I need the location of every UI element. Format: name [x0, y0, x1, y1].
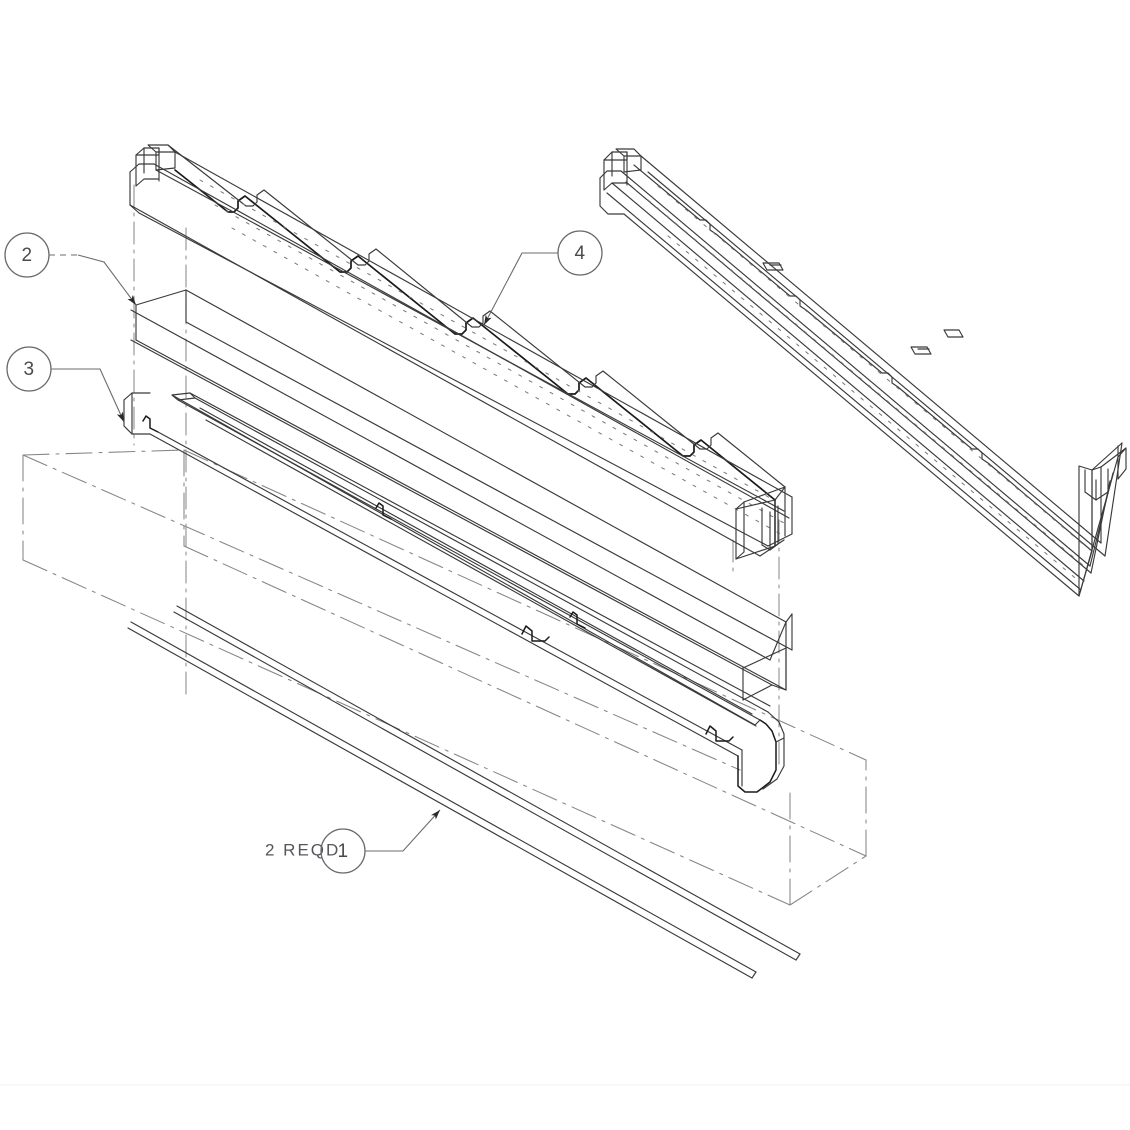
leader-line-3 — [51, 368, 125, 423]
part-1-rods — [127, 605, 801, 979]
part-3-lower-rail — [123, 392, 785, 793]
quantity-note: 2 REQD — [265, 840, 340, 859]
part-4-main-channel — [129, 144, 793, 701]
balloon-circle-4[interactable] — [557, 230, 603, 276]
balloon-label-2: 2 — [21, 245, 32, 266]
balloon-label-3: 3 — [23, 359, 34, 380]
balloon-label-1: 1 — [337, 841, 348, 862]
callout-balloon-4[interactable]: 4 — [483, 230, 603, 326]
balloon-label-4: 4 — [574, 243, 585, 264]
leader-line-4 — [483, 252, 558, 326]
balloon-circle-3[interactable] — [6, 346, 52, 392]
part-channel-upper-right — [599, 148, 1127, 597]
phantom-envelope — [22, 449, 867, 906]
balloon-circle-2[interactable] — [4, 232, 50, 278]
leader-line-2 — [77, 254, 137, 306]
callout-balloon-2[interactable]: 2 — [4, 232, 137, 306]
leader-line-1 — [365, 809, 441, 852]
callout-balloon-1[interactable]: 2 REQD 1 — [265, 809, 441, 874]
balloon-circle-1[interactable] — [320, 828, 366, 874]
callout-balloon-3[interactable]: 3 — [6, 346, 125, 423]
